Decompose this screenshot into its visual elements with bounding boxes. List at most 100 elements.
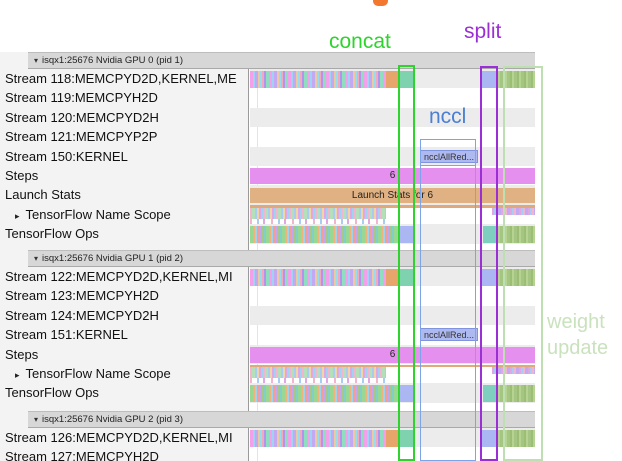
trace-event-teal2[interactable] bbox=[483, 225, 496, 243]
row-label-text: TensorFlow Name Scope bbox=[25, 206, 171, 222]
trace-event-tfnsL[interactable] bbox=[250, 367, 386, 383]
trace-event-tfops[interactable] bbox=[250, 225, 399, 243]
trace-event-confetti[interactable] bbox=[250, 70, 386, 88]
timeline-track[interactable] bbox=[250, 383, 535, 403]
timeline-track[interactable] bbox=[250, 205, 535, 224]
timeline-row: TensorFlow Ops bbox=[0, 224, 622, 244]
row-label: TensorFlow Ops bbox=[5, 224, 99, 243]
split-annotation-label: split bbox=[464, 20, 502, 43]
timeline-row: Launch Stats for 6 Launch Stats bbox=[0, 185, 622, 205]
trace-event-tan[interactable]: Launch Stats for 6 bbox=[250, 187, 535, 203]
timeline-row: Stream 119:MEMCPYH2D bbox=[0, 88, 622, 107]
timeline-track[interactable] bbox=[250, 267, 535, 287]
timeline-track[interactable]: 6 bbox=[250, 166, 535, 185]
split-box bbox=[480, 66, 498, 461]
timeline-track[interactable]: ncclAllRed... bbox=[250, 146, 535, 166]
row-label: Stream 126:MEMCPYD2D,KERNEL,MI bbox=[5, 428, 233, 447]
gpu-section-title: isqx1:25676 Nvidia GPU 2 (pid 3) bbox=[42, 414, 184, 425]
weight-update-line2: update bbox=[547, 337, 609, 359]
row-label: Steps bbox=[5, 166, 38, 185]
trace-event-tfnsR[interactable] bbox=[492, 207, 535, 215]
trace-event-orange[interactable] bbox=[386, 268, 399, 286]
row-label-text: Stream 126:MEMCPYD2D,KERNEL,MI bbox=[5, 430, 233, 445]
timeline-track[interactable] bbox=[250, 224, 535, 244]
row-label: Steps bbox=[5, 345, 38, 364]
trace-event-greenstr[interactable] bbox=[496, 225, 535, 243]
row-label-text: TensorFlow Ops bbox=[5, 226, 99, 242]
timeline-row: Stream 118:MEMCPYD2D,KERNEL,ME bbox=[0, 69, 622, 89]
trace-event-tfops[interactable] bbox=[250, 384, 399, 402]
timeline-track[interactable] bbox=[250, 305, 535, 326]
row-label-text: Steps bbox=[5, 346, 39, 362]
timeline-row: ncclAllRed...Stream 150:KERNEL bbox=[0, 146, 622, 166]
nccl-box-inner bbox=[420, 139, 476, 166]
trace-event-tfnsL[interactable] bbox=[250, 207, 386, 224]
row-label: Stream 151:KERNEL bbox=[5, 325, 128, 344]
timeline-row: Stream 122:MEMCPYD2D,KERNEL,MI bbox=[0, 267, 622, 287]
trace-event-teal[interactable] bbox=[399, 429, 415, 447]
row-label-text: Stream 119:MEMCPYH2D bbox=[5, 90, 158, 106]
trace-event-greenstr[interactable] bbox=[496, 384, 535, 402]
trace-event-blueblk[interactable] bbox=[481, 268, 496, 286]
timeline-row: 6 Steps bbox=[0, 166, 622, 185]
row-label: ▸TensorFlow Name Scope bbox=[5, 364, 171, 383]
collapse-triangle-icon[interactable]: ▾ bbox=[34, 415, 39, 424]
row-label: Stream 127:MEMCPYH2D bbox=[5, 447, 159, 461]
expand-arrow-icon[interactable]: ▸ bbox=[15, 370, 20, 380]
trace-event-blueblk[interactable] bbox=[399, 225, 414, 243]
trace-event-topline[interactable] bbox=[250, 364, 535, 367]
timeline-track[interactable] bbox=[250, 364, 535, 383]
collapse-triangle-icon[interactable]: ▾ bbox=[34, 254, 39, 263]
expand-arrow-icon[interactable]: ▸ bbox=[15, 210, 20, 221]
timeline-row: Stream 126:MEMCPYD2D,KERNEL,MI bbox=[0, 428, 622, 448]
timeline-track[interactable] bbox=[250, 107, 535, 128]
timeline-row: Stream 123:MEMCPYH2D bbox=[0, 286, 622, 305]
trace-event-tfnsR[interactable] bbox=[492, 367, 535, 374]
row-label: Stream 119:MEMCPYH2D bbox=[5, 88, 158, 107]
timeline-track[interactable]: Launch Stats for 6 bbox=[250, 185, 535, 205]
row-label: Stream 118:MEMCPYD2D,KERNEL,ME bbox=[5, 69, 237, 88]
collapse-triangle-icon[interactable]: ▾ bbox=[34, 56, 39, 65]
row-label: ▸ TensorFlow Name Scope bbox=[5, 205, 171, 224]
timeline-track[interactable]: 6 bbox=[250, 344, 535, 364]
gpu-section-header[interactable]: ▾isqx1:25676 Nvidia GPU 2 (pid 3) bbox=[28, 411, 535, 428]
gpu-section-header[interactable]: ▾isqx1:25676 Nvidia GPU 1 (pid 2) bbox=[28, 250, 535, 267]
trace-event-confetti[interactable] bbox=[250, 429, 386, 447]
row-label: Stream 121:MEMCPYP2P bbox=[5, 127, 157, 146]
trace-event-orange[interactable] bbox=[386, 429, 399, 447]
timeline-row: ncclAllRed...Stream 151:KERNEL bbox=[0, 325, 622, 344]
row-label-text: Stream 122:MEMCPYD2D,KERNEL,MI bbox=[5, 269, 233, 284]
row-label-text: Stream 123:MEMCPYH2D bbox=[5, 288, 159, 304]
trace-event-orange[interactable] bbox=[386, 70, 399, 88]
trace-event-teal[interactable] bbox=[399, 268, 415, 286]
row-label: Stream 122:MEMCPYD2D,KERNEL,MI bbox=[5, 267, 233, 286]
timeline-row: 6 Steps bbox=[0, 344, 622, 364]
weight-update-annotation-label: weight update bbox=[547, 309, 608, 361]
row-label-text: Stream 118:MEMCPYD2D,KERNEL,ME bbox=[5, 71, 237, 86]
trace-event-greenstr[interactable] bbox=[496, 429, 535, 447]
trace-event-teal2[interactable] bbox=[483, 384, 496, 402]
row-label-text: Launch Stats bbox=[5, 187, 81, 203]
trace-event-teal[interactable] bbox=[399, 70, 415, 88]
timeline-row: TensorFlow Ops bbox=[0, 383, 622, 403]
trace-event-confetti[interactable] bbox=[250, 268, 386, 286]
nccl-box bbox=[420, 139, 476, 461]
trace-event-magenta[interactable]: 6 bbox=[250, 168, 535, 184]
timeline-row: Stream 121:MEMCPYP2P bbox=[0, 127, 622, 146]
trace-event-blueblk[interactable] bbox=[481, 70, 496, 88]
timeline-track[interactable] bbox=[250, 69, 535, 89]
trace-event-greenstr[interactable] bbox=[496, 70, 535, 88]
row-label-text: Stream 127:MEMCPYH2D bbox=[5, 449, 159, 461]
trace-event-greenstr[interactable] bbox=[496, 268, 535, 286]
row-label-text: Stream 124:MEMCPYD2H bbox=[5, 307, 159, 323]
trace-event-blueblk[interactable] bbox=[481, 429, 496, 447]
timeline-row: ▸TensorFlow Name Scope bbox=[0, 364, 622, 383]
timeline-track[interactable] bbox=[250, 428, 535, 448]
timeline-row: Stream 120:MEMCPYD2H bbox=[0, 107, 622, 128]
trace-event-magenta[interactable]: 6 bbox=[250, 346, 535, 363]
row-label-text: Stream 151:KERNEL bbox=[5, 327, 128, 343]
trace-event-blueblk[interactable] bbox=[399, 384, 414, 402]
row-label: Stream 123:MEMCPYH2D bbox=[5, 286, 159, 305]
trace-event-topline[interactable] bbox=[250, 205, 535, 208]
gpu-section-header[interactable]: ▾isqx1:25676 Nvidia GPU 0 (pid 1) bbox=[28, 52, 535, 69]
